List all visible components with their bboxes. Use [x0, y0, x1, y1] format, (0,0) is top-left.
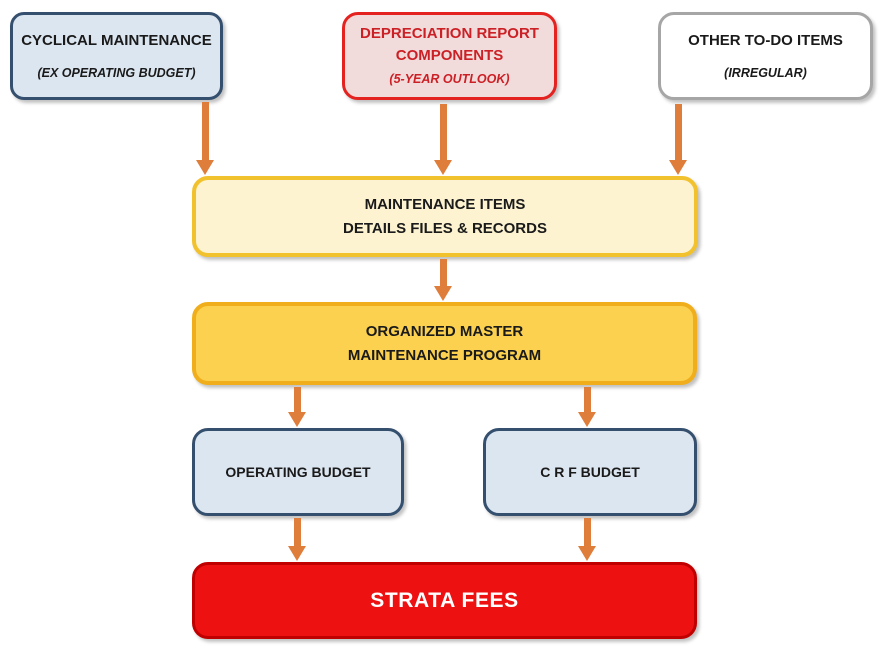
arrow-head-icon	[288, 412, 306, 427]
arrow-head-icon	[196, 160, 214, 175]
node-title: OPERATING BUDGET	[225, 464, 371, 480]
arrow-head-icon	[578, 412, 596, 427]
arrow-shaft	[439, 104, 447, 160]
node-title-line1: MAINTENANCE ITEMS	[364, 195, 526, 213]
arrow-head-icon	[434, 160, 452, 175]
node-other-to-do-items: OTHER TO-DO ITEMS (IRREGULAR)	[658, 12, 873, 100]
node-crf-budget: C R F BUDGET	[483, 428, 697, 516]
node-title-line2: MAINTENANCE PROGRAM	[347, 346, 542, 364]
node-title: OTHER TO-DO ITEMS	[688, 32, 843, 49]
arrow-shaft	[583, 387, 591, 412]
flow-arrow-depreciation-to-items	[434, 104, 452, 175]
arrow-shaft	[201, 102, 209, 160]
arrow-shaft	[293, 518, 301, 546]
flow-arrow-cyclical-to-items	[196, 102, 214, 175]
flow-arrow-crf-to-strata	[578, 518, 596, 561]
node-title-line2: DETAILS FILES & RECORDS	[343, 219, 547, 237]
flow-arrow-master-to-crf	[578, 387, 596, 427]
node-title-line2: COMPONENTS	[395, 47, 504, 64]
arrow-shaft	[439, 259, 447, 286]
flow-arrow-other-to-items	[669, 104, 687, 175]
node-strata-fees: STRATA FEES	[192, 562, 697, 639]
flow-arrow-items-to-master	[434, 259, 452, 301]
node-title: C R F BUDGET	[540, 464, 640, 480]
node-title: CYCLICAL MAINTENANCE	[21, 32, 212, 49]
node-depreciation-report-components: DEPRECIATION REPORT COMPONENTS (5-YEAR O…	[342, 12, 557, 100]
arrow-head-icon	[578, 546, 596, 561]
flow-arrow-master-to-operating	[288, 387, 306, 427]
node-subtitle: (EX OPERATING BUDGET)	[37, 66, 196, 80]
node-maintenance-items-details-files-records: MAINTENANCE ITEMS DETAILS FILES & RECORD…	[192, 176, 698, 257]
arrow-shaft	[583, 518, 591, 546]
arrow-shaft	[293, 387, 301, 412]
node-title-line1: ORGANIZED MASTER	[365, 322, 524, 340]
node-subtitle: (IRREGULAR)	[724, 66, 807, 80]
node-subtitle: (5-YEAR OUTLOOK)	[389, 72, 510, 86]
node-operating-budget: OPERATING BUDGET	[192, 428, 404, 516]
arrow-head-icon	[288, 546, 306, 561]
node-organized-master-maintenance-program: ORGANIZED MASTER MAINTENANCE PROGRAM	[192, 302, 697, 385]
node-title-line1: DEPRECIATION REPORT	[360, 25, 539, 42]
arrow-shaft	[674, 104, 682, 160]
flow-arrow-operating-to-strata	[288, 518, 306, 561]
node-cyclical-maintenance: CYCLICAL MAINTENANCE (EX OPERATING BUDGE…	[10, 12, 223, 100]
arrow-head-icon	[434, 286, 452, 301]
node-title: STRATA FEES	[370, 588, 519, 612]
arrow-head-icon	[669, 160, 687, 175]
